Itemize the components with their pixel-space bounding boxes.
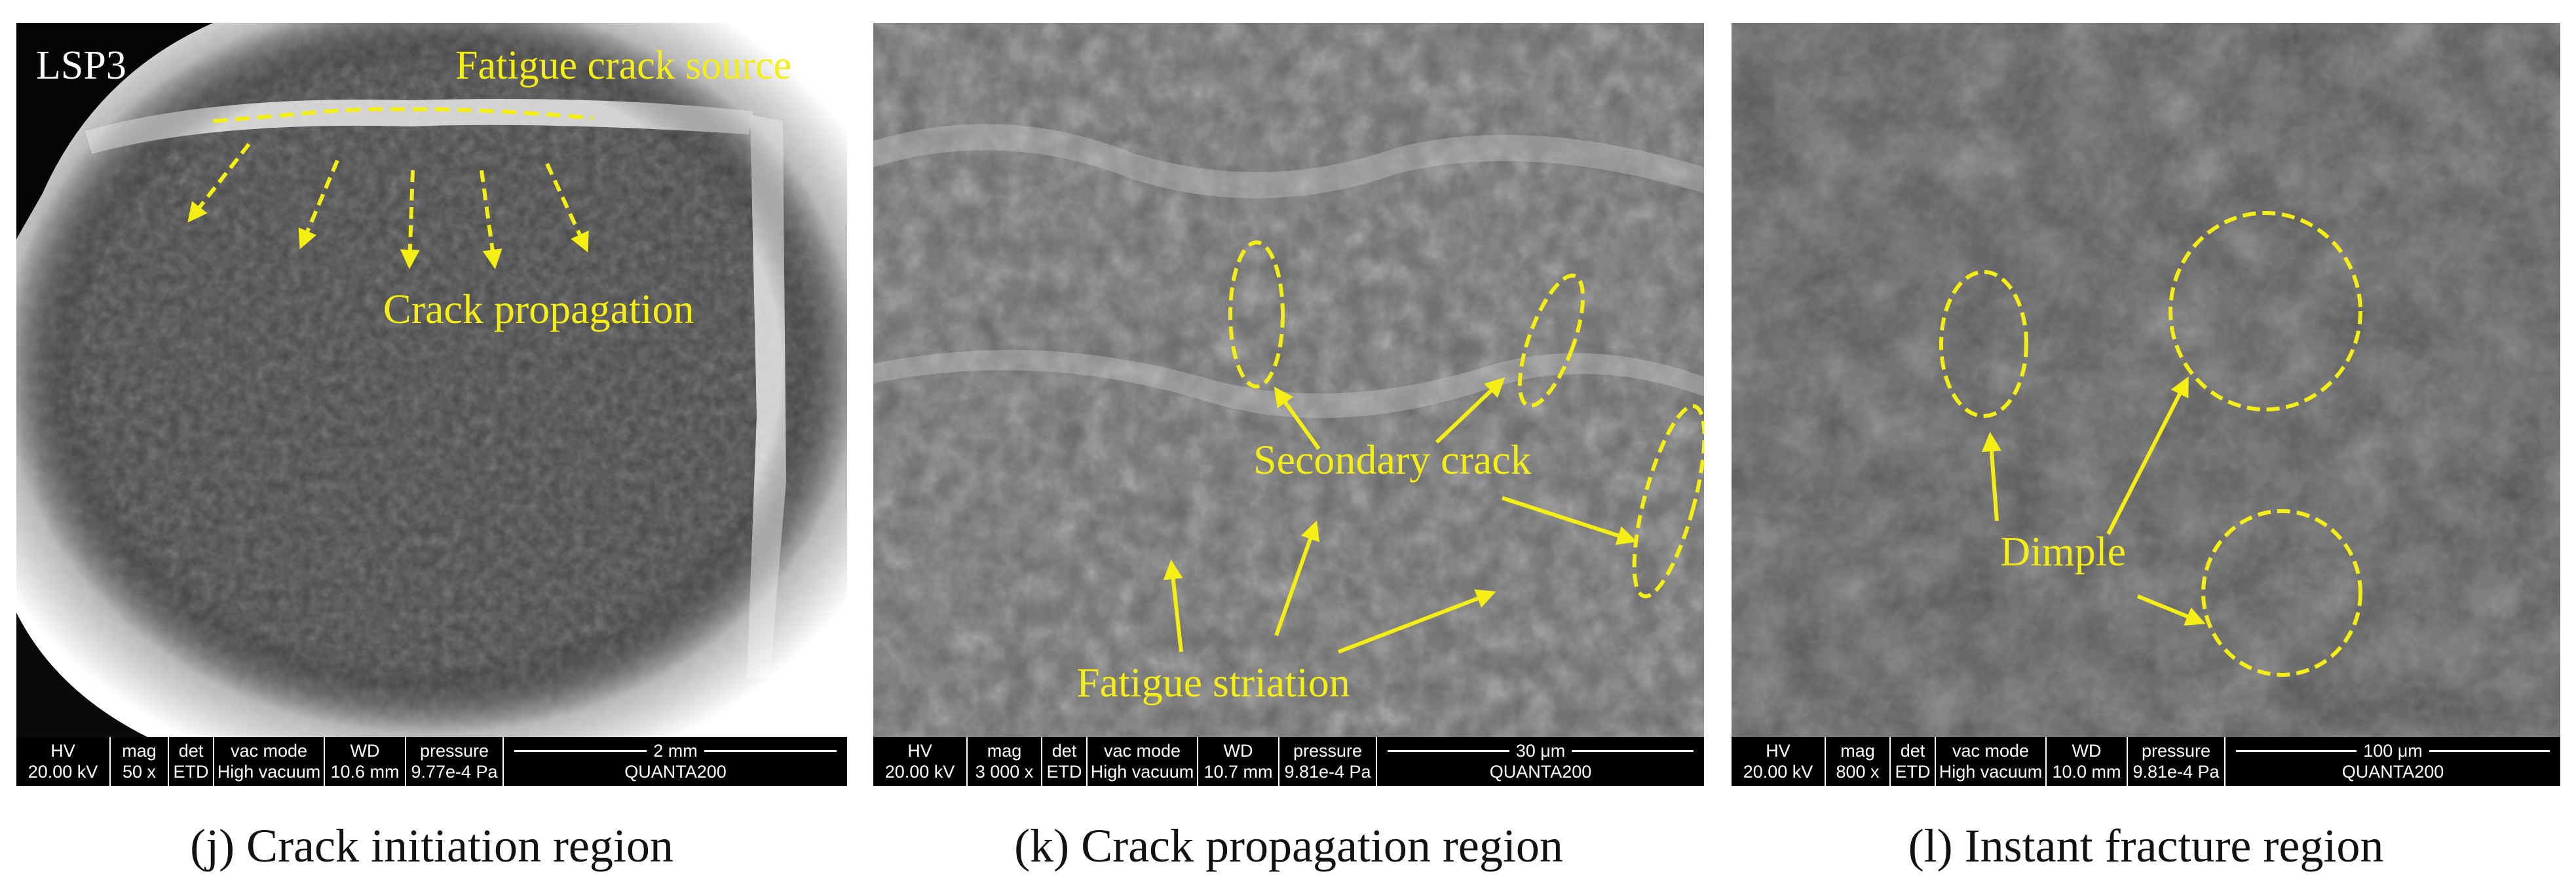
annotation-fatigue-striation: Fatigue striation — [1076, 659, 1350, 706]
det-label: det — [178, 741, 204, 761]
vac-value: High vacuum — [1090, 761, 1194, 782]
pressure-label: pressure — [1293, 741, 1363, 761]
sem-image-crack-initiation: LSP3 Fatigue crack source Crack propagat… — [16, 23, 847, 737]
annotation-dimple: Dimple — [2000, 528, 2126, 575]
instrument-name: QUANTA200 — [1489, 761, 1592, 782]
secondary-crack-circle — [1632, 404, 1704, 599]
secondary-crack-circle — [1228, 240, 1285, 389]
annotation-crack-propagation: Crack propagation — [383, 286, 694, 332]
det-value: ETD — [1046, 761, 1082, 782]
pressure-label: pressure — [419, 741, 489, 761]
scale-bar: 30 μm — [1381, 741, 1700, 761]
striation-arrow — [1274, 520, 1320, 636]
sem-micrograph-j — [16, 23, 847, 737]
propagation-arrow — [480, 170, 502, 269]
wd-label: WD — [350, 741, 380, 761]
pressure-label: pressure — [2141, 741, 2211, 761]
secondary-crack-arrow — [1502, 496, 1637, 545]
sem-image-instant-fracture: Dimple — [1732, 23, 2560, 737]
vac-label: vac mode — [1952, 741, 2030, 761]
det-value: ETD — [1895, 761, 1931, 782]
pressure-value: 9.81e-4 Pa — [1284, 761, 1371, 782]
scale-value: 2 mm — [653, 741, 698, 761]
instrument-name: QUANTA200 — [624, 761, 727, 782]
pressure-value: 9.77e-4 Pa — [411, 761, 498, 782]
propagation-arrow — [298, 159, 339, 250]
propagation-arrow — [187, 143, 251, 223]
hv-value: 20.00 kV — [884, 761, 955, 782]
annotation-secondary-crack: Secondary crack — [1253, 436, 1532, 483]
panel-crack-initiation: LSP3 Fatigue crack source Crack propagat… — [16, 23, 847, 786]
secondary-crack-arrow — [1435, 377, 1506, 444]
mag-label: mag — [122, 741, 157, 761]
vac-label: vac mode — [230, 741, 308, 761]
dimple-arrow — [2106, 376, 2189, 535]
propagation-arrow — [545, 162, 589, 253]
wd-label: WD — [2072, 741, 2102, 761]
scale-bar: 2 mm — [508, 741, 843, 761]
mag-value: 50 x — [122, 761, 157, 782]
vac-value: High vacuum — [1939, 761, 2043, 782]
pressure-value: 9.81e-4 Pa — [2132, 761, 2220, 782]
sem-image-crack-propagation: Secondary crack Fatigue striation — [873, 23, 1704, 737]
det-value: ETD — [173, 761, 209, 782]
scale-value: 30 μm — [1515, 741, 1566, 761]
dimple-circle — [2201, 509, 2362, 677]
hv-value: 20.00 kV — [28, 761, 98, 782]
instrument-name: QUANTA200 — [2341, 761, 2444, 782]
propagation-arrow — [400, 170, 420, 269]
wd-value: 10.7 mm — [1203, 761, 1273, 782]
dimple-circle — [1939, 270, 2028, 418]
sample-label: LSP3 — [36, 43, 126, 88]
wd-label: WD — [1223, 741, 1253, 761]
mag-label: mag — [1840, 741, 1875, 761]
secondary-crack-circle — [1517, 273, 1585, 408]
secondary-crack-arrow — [1274, 387, 1321, 450]
vac-label: vac mode — [1103, 741, 1181, 761]
hv-label: HV — [907, 741, 932, 761]
dimple-arrow — [1981, 432, 2001, 521]
scale-bar: 100 μm — [2229, 741, 2556, 761]
hv-label: HV — [50, 741, 75, 761]
caption-k: (k) Crack propagation region — [1014, 820, 1563, 872]
striation-arrow — [1337, 589, 1496, 654]
vac-value: High vacuum — [217, 761, 321, 782]
caption-j: (j) Crack initiation region — [190, 820, 673, 872]
det-label: det — [1051, 741, 1077, 761]
dimple-circle — [2169, 211, 2362, 411]
sem-micrograph-k — [873, 23, 1704, 737]
dimple-arrow — [2136, 594, 2206, 626]
hv-label: HV — [1766, 741, 1790, 761]
sem-micrograph-l — [1732, 23, 2560, 737]
caption-l: (l) Instant fracture region — [1908, 820, 2384, 872]
annotation-crack-source: Fatigue crack source — [455, 43, 791, 88]
mag-value: 3 000 x — [975, 761, 1034, 782]
mag-value: 800 x — [1836, 761, 1880, 782]
wd-value: 10.0 mm — [2052, 761, 2121, 782]
det-label: det — [1900, 741, 1925, 761]
scale-value: 100 μm — [2363, 741, 2423, 761]
striation-arrow — [1163, 559, 1183, 653]
hv-value: 20.00 kV — [1743, 761, 1813, 782]
wd-value: 10.6 mm — [330, 761, 400, 782]
mag-label: mag — [987, 741, 1022, 761]
